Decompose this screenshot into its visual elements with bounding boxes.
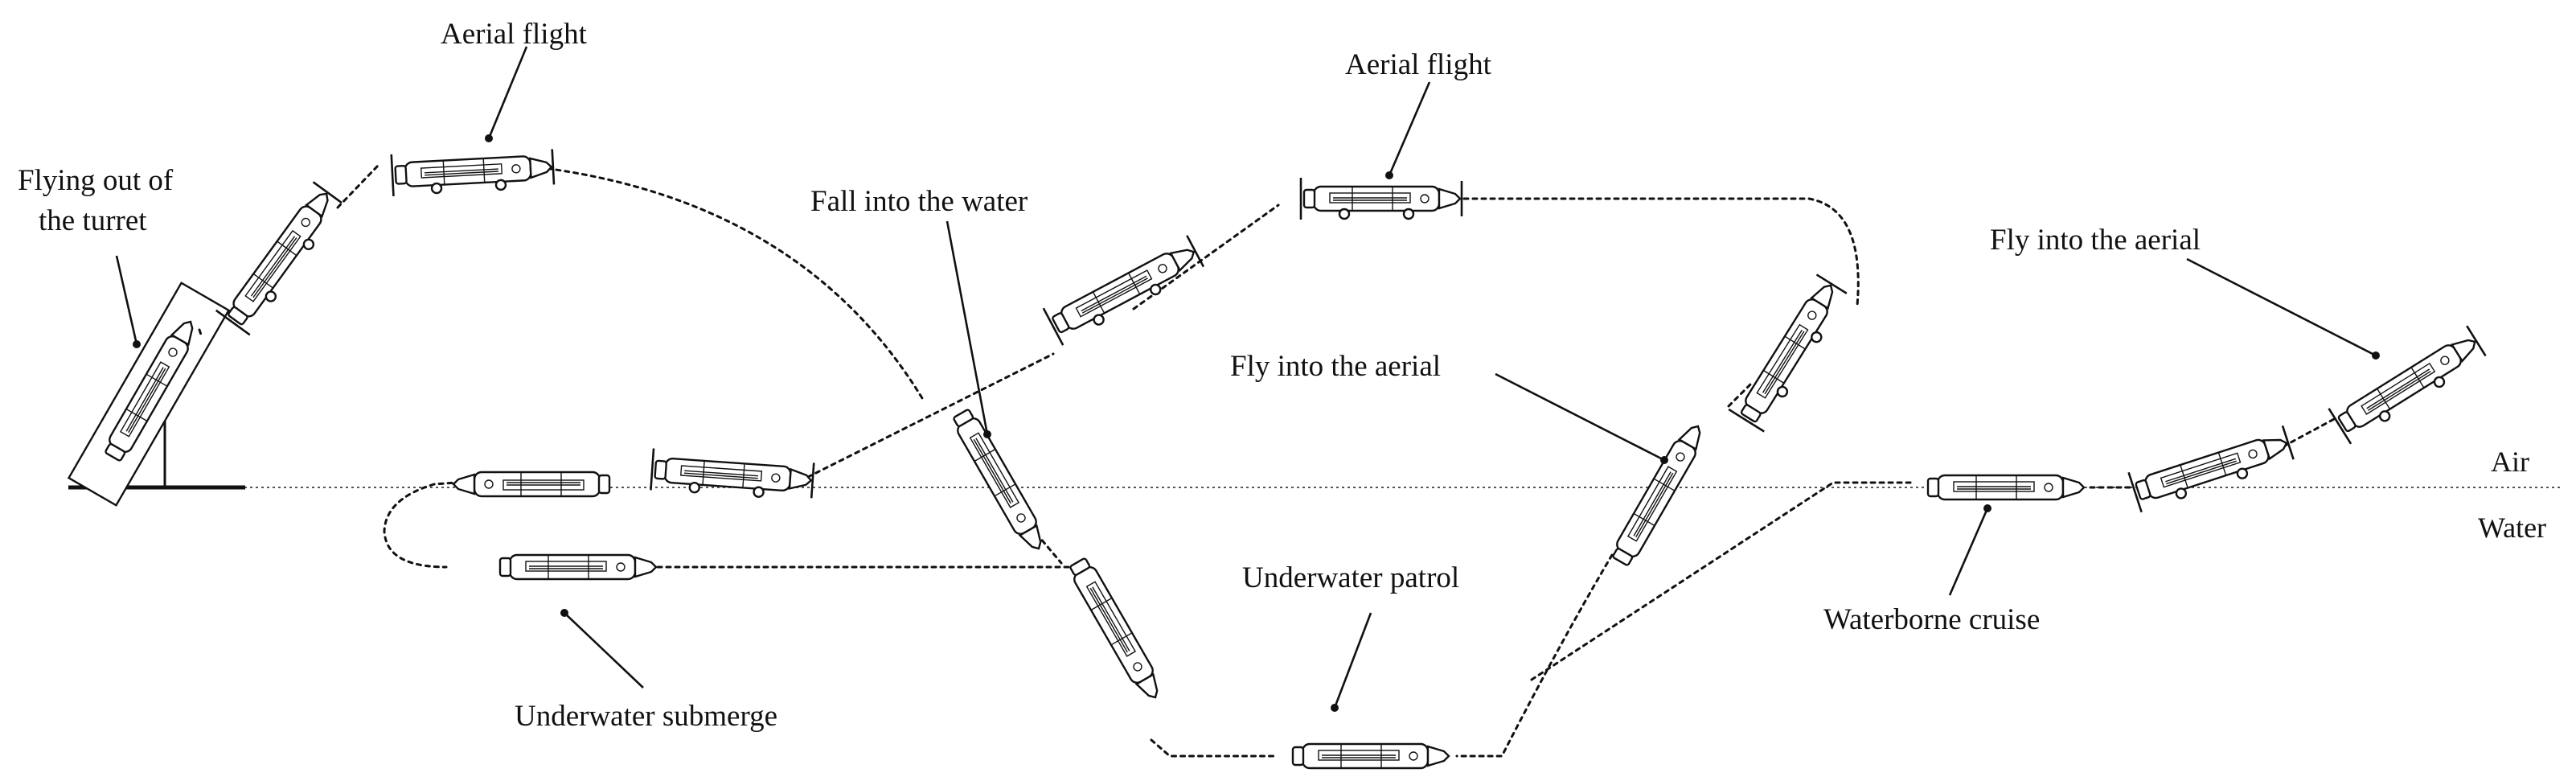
vehicle-descent-right [1729, 273, 1849, 431]
vehicle-launch-climb [216, 180, 345, 335]
leader-flying-out [115, 255, 141, 348]
label-aerial-flight-1: Aerial flight [441, 18, 588, 51]
vehicle-surface-landing [650, 449, 814, 502]
leader-underwater-submerge [560, 609, 644, 689]
air-label: Air [2491, 446, 2529, 478]
label-waterborne-cruise: Waterborne cruise [1823, 603, 2040, 636]
vehicle-aerial-flight-1 [392, 146, 554, 195]
leader-aerial-flight-2 [1385, 81, 1431, 179]
vehicle-climb-right [1044, 232, 1205, 345]
leader-aerial-flight-1 [485, 46, 528, 142]
vehicle-surface-turn [452, 471, 611, 498]
label-fall-into-water: Fall into the water [810, 185, 1028, 218]
label-flying-out-line-1: Flying out of [18, 164, 174, 197]
water-label: Water [2478, 512, 2546, 544]
vehicle-waterborne-cruise [1926, 474, 2086, 501]
label-fly-into-aerial-1: Fly into the aerial [1230, 350, 1441, 383]
label-fly-into-aerial-2: Fly into the aerial [1990, 224, 2201, 257]
leader-waterborne-cruise [1948, 504, 1991, 596]
vehicle-fall-into-water-1 [949, 406, 1051, 556]
label-underwater-patrol: Underwater patrol [1242, 561, 1459, 594]
vehicle-underwater-patrol [1291, 742, 1450, 770]
vehicle-fall-into-water-2 [1065, 555, 1167, 705]
vehicle-underwater-submerge [498, 553, 658, 581]
label-aerial-flight-2: Aerial flight [1345, 48, 1492, 81]
vehicle-takeoff-right [2129, 423, 2295, 512]
leader-fly-into-aerial-1 [1495, 372, 1668, 464]
vehicle-aerial-flight-2 [1301, 178, 1462, 220]
leader-underwater-patrol [1331, 612, 1372, 712]
leader-fly-into-aerial-2 [2186, 257, 2380, 360]
label-flying-out-line-2: the turret [39, 204, 147, 237]
vehicle-fly-into-aerial-2 [2329, 323, 2488, 444]
leader-fall-into-water [945, 220, 991, 438]
launch-turret [67, 282, 245, 507]
vehicle-fly-into-aerial-1 [1608, 419, 1710, 569]
label-underwater-submerge: Underwater submerge [515, 700, 777, 733]
